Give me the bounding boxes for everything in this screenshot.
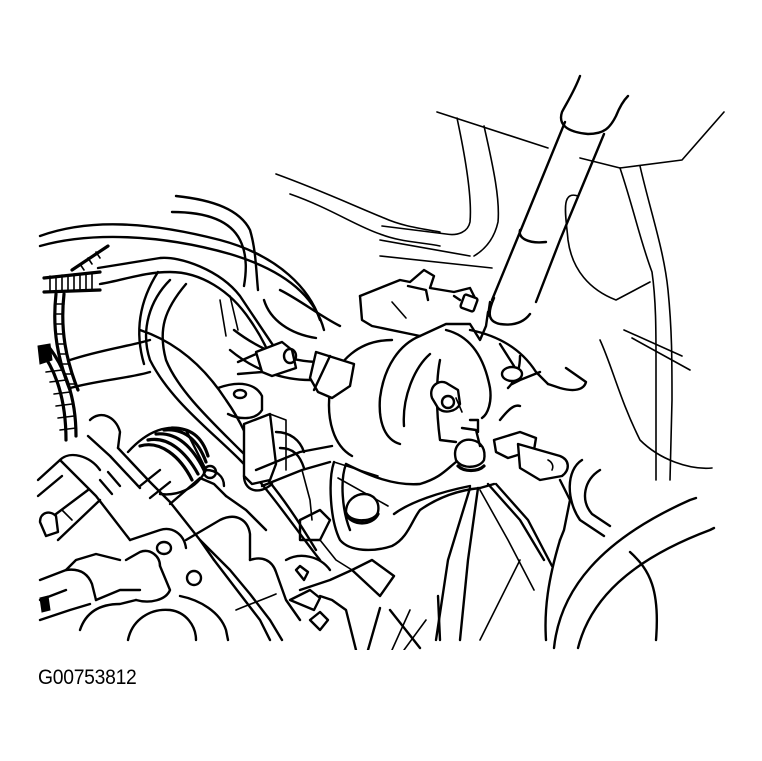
connector	[236, 340, 356, 400]
cv-boot	[126, 426, 226, 496]
actuator	[216, 382, 306, 492]
wiring-harness	[37, 244, 110, 442]
mount-bolt-upper	[430, 380, 463, 413]
technical-illustration	[36, 74, 725, 650]
body-panel	[379, 111, 725, 481]
figure-id-label: G00753812	[38, 666, 137, 689]
lever-bracket	[358, 268, 490, 342]
mount-base-plate	[329, 460, 496, 552]
shift-lever	[486, 74, 630, 326]
mount-bolt-lower-left	[344, 492, 380, 525]
mount-bolt-lower-right	[453, 404, 569, 482]
transmission-mount-drawing	[36, 74, 725, 650]
left-assembly	[36, 413, 330, 642]
transaxle-housing	[318, 458, 716, 650]
detail-lines	[219, 288, 396, 598]
transmission-mount	[327, 328, 588, 458]
